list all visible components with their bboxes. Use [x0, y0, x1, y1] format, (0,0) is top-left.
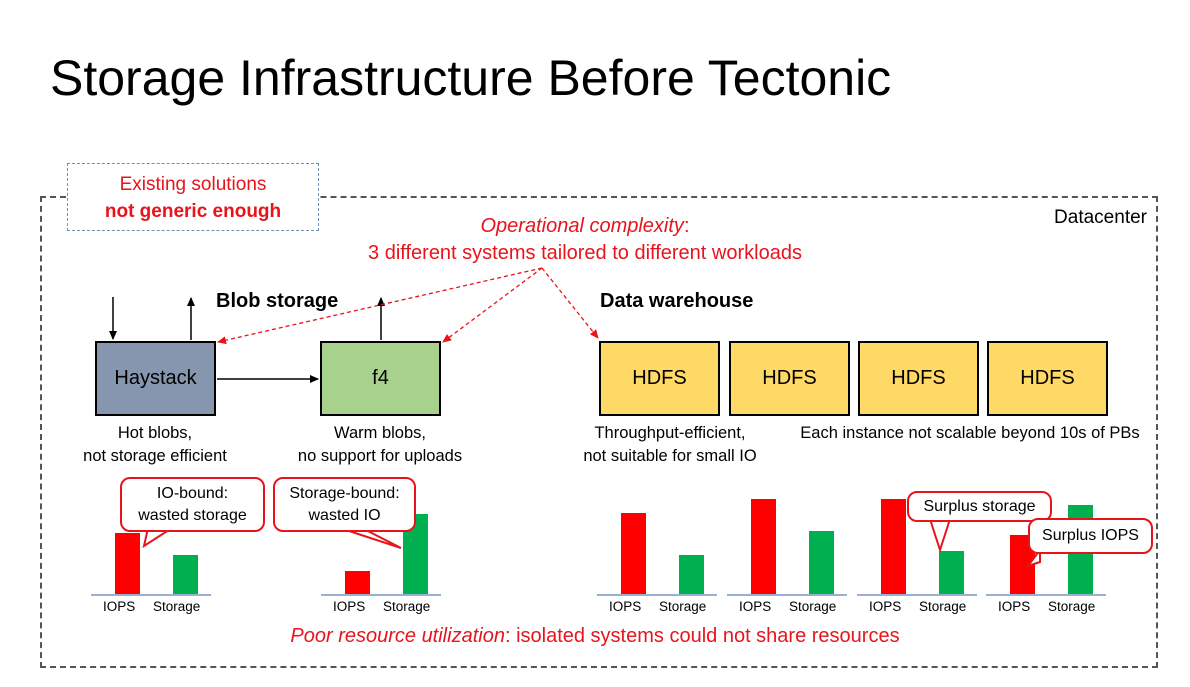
iops-bar [621, 513, 646, 594]
callout-surplus-storage: Surplus storage [907, 491, 1052, 522]
operational-complexity-emph: Operational complexity [480, 215, 684, 237]
chart-baseline [91, 594, 211, 596]
callout-tail-surplus-iops [1025, 547, 1041, 568]
callout-tail-surplus-storage [928, 518, 952, 554]
chart-category-label: IOPS [103, 599, 136, 614]
chart-category-label: Storage [659, 599, 707, 614]
chart-category-label: Storage [153, 599, 201, 614]
chart-baseline [857, 594, 977, 596]
hdfs-label: HDFS [762, 367, 817, 389]
f4-desc-line1: Warm blobs, [334, 424, 426, 442]
haystack-desc-line1: Hot blobs, [117, 424, 193, 442]
storage-bar [939, 551, 964, 594]
storage-bar [809, 531, 834, 594]
blob-storage-title: Blob storage [216, 290, 339, 312]
chart-category-label: Storage [789, 599, 837, 614]
iops-bar [751, 499, 776, 594]
hdfs-box-2: HDFS [729, 341, 850, 416]
chart-category-label: Storage [1048, 599, 1096, 614]
f4-box: f4 [320, 341, 441, 416]
storage-bar [173, 555, 198, 594]
callout-surplus-iops: Surplus IOPS [1028, 518, 1153, 554]
hdfs-label: HDFS [1020, 367, 1075, 389]
f4-label: f4 [372, 367, 389, 389]
operational-complexity-note: Operational complexity: 3 different syst… [300, 213, 870, 267]
chart-category-label: IOPS [739, 599, 772, 614]
chart-category-label: IOPS [609, 599, 642, 614]
datacenter-frame [40, 196, 1158, 668]
hdfs-box-4: HDFS [987, 341, 1108, 416]
chart-category-label: IOPS [869, 599, 902, 614]
chart-baseline [597, 594, 717, 596]
hdfs-box-3: HDFS [858, 341, 979, 416]
hdfs-desc-line1: Throughput-efficient, [594, 424, 746, 442]
callout-storage-bound-line1: Storage-bound: [289, 484, 400, 502]
storage-bar [679, 555, 704, 594]
chart-category-label: Storage [383, 599, 431, 614]
chart-category-label: Storage [919, 599, 967, 614]
haystack-description: Hot blobs, not storage efficient [55, 422, 255, 468]
chart-baseline [321, 594, 441, 596]
haystack-box: Haystack [95, 341, 216, 416]
chart-baseline [727, 594, 847, 596]
hdfs-description-left: Throughput-efficient, not suitable for s… [570, 422, 770, 468]
existing-solutions-line2: not generic enough [104, 201, 282, 222]
callout-io-bound: IO-bound: wasted storage [120, 477, 265, 532]
hdfs-box-1: HDFS [599, 341, 720, 416]
poor-utilization-suffix: : isolated systems could not share resou… [504, 625, 900, 647]
hdfs-label: HDFS [632, 367, 687, 389]
haystack-label: Haystack [114, 367, 197, 389]
slide-title: Storage Infrastructure Before Tectonic [50, 50, 892, 106]
callout-io-bound-line1: IO-bound: [156, 484, 229, 502]
poor-utilization-emph: Poor resource utilization [290, 625, 505, 647]
callout-storage-bound: Storage-bound: wasted IO [273, 477, 416, 532]
f4-desc-line2: no support for uploads [297, 447, 463, 465]
poor-utilization-note: Poor resource utilization: isolated syst… [0, 625, 1190, 648]
complexity-arrow-haystack [217, 267, 543, 345]
hdfs-description-right: Each instance not scalable beyond 10s of… [800, 424, 1140, 442]
hdfs-desc-line2: not suitable for small IO [583, 447, 757, 465]
haystack-desc-line2: not storage efficient [83, 447, 227, 465]
iops-bar [881, 499, 906, 594]
callout-io-bound-line2: wasted storage [138, 506, 247, 524]
complexity-arrow-hdfs [541, 267, 599, 339]
existing-solutions-box: Existing solutions not generic enough [67, 163, 319, 231]
iops-bar [345, 571, 370, 594]
existing-solutions-line1: Existing solutions [119, 174, 267, 195]
chart-baseline [986, 594, 1106, 596]
operational-complexity-suffix: : [683, 215, 690, 237]
hdfs-label: HDFS [891, 367, 946, 389]
iops-bar [115, 533, 140, 594]
datacenter-label: Datacenter [1054, 207, 1147, 228]
chart-category-label: IOPS [333, 599, 366, 614]
callout-storage-bound-line2: wasted IO [308, 506, 381, 524]
data-warehouse-title: Data warehouse [600, 290, 754, 312]
f4-description: Warm blobs, no support for uploads [275, 422, 485, 468]
operational-complexity-line2: 3 different systems tailored to differen… [368, 242, 802, 264]
chart-category-label: IOPS [998, 599, 1031, 614]
